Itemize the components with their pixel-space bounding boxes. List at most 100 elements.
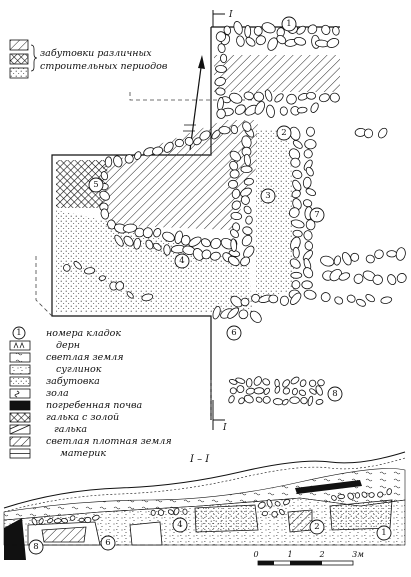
stone [302,176,312,189]
stone [63,264,71,272]
stone [240,165,253,174]
section-backfill-4 [194,504,259,533]
masonry-number-8: 8 [327,386,343,402]
svg-text:6: 6 [105,538,110,548]
legend-symbol-dense-earth [9,436,31,447]
legend-label-buried-soil: погребенная почва [46,400,143,411]
stone [223,25,232,35]
stone [290,292,302,305]
svg-text:3: 3 [265,191,270,201]
svg-text:8: 8 [33,542,38,552]
svg-text:7: 7 [314,210,319,220]
stone [133,237,141,250]
svg-text:2: 2 [314,522,319,532]
stone [309,379,317,387]
stone [199,130,211,141]
stone [365,294,375,303]
stone [305,166,314,177]
ground-surface-line [3,451,406,509]
stone [217,43,226,54]
stone [271,511,278,518]
section-buried-soil [295,480,362,494]
section-number-2: 2 [309,519,325,535]
masonry-number-1: 1 [281,16,297,32]
cross-section: I – I 8 6 4 2 [3,451,406,560]
legend-label-dense-earth: светлая плотная земля [46,436,172,447]
section-stones [31,488,392,526]
stone [113,155,123,168]
stone [53,518,62,524]
stone [307,395,314,406]
stone [377,491,384,498]
stone [255,35,266,46]
dashed-line-1 [129,92,260,101]
stone [283,499,290,506]
stone [162,231,175,242]
fill-hatch-top [214,55,340,92]
section-number-8: 8 [28,539,44,555]
masonry-number-4: 4 [174,253,190,269]
stone [152,146,164,156]
stone [210,237,222,250]
stone [303,230,313,241]
stone [292,246,300,259]
legend-label-light-earth: светлая земля [46,352,124,363]
svg-text:1: 1 [286,19,291,29]
masonry-stones [63,21,407,406]
stone [289,258,301,269]
svg-text:2: 2 [281,128,286,138]
stone [141,293,154,302]
stone [243,394,254,404]
stone [236,35,245,47]
stone [365,254,375,264]
stone [334,296,344,305]
masonry-number-6: 6 [226,325,242,341]
stone [255,396,263,403]
stone [306,91,317,100]
stone [346,294,356,303]
stone [304,241,314,251]
stone [188,236,202,247]
legend-symbol-number-circle: 1 [12,326,26,340]
stone [305,188,316,197]
stone [320,255,335,267]
stone [122,223,138,233]
stone [240,195,250,205]
stone [245,215,253,225]
section-marker-top: I [228,10,233,20]
stone [216,108,226,119]
stone [307,24,318,35]
stone [235,377,246,384]
fill-dots-corridor [256,130,295,300]
legend-label-pebble-ash: галька с золой [46,412,119,423]
stone [361,491,368,498]
stone [107,219,116,230]
stone [242,226,253,235]
stone [274,385,281,394]
section-backfill-1 [329,499,393,531]
stone [299,379,307,387]
stone [38,518,44,525]
stone [279,509,285,516]
stone [242,121,252,132]
stone [229,169,240,179]
svg-text:5: 5 [93,180,98,190]
stone [292,229,303,238]
stone [387,274,397,286]
legend-swatch-dots [9,67,29,79]
stone [84,267,96,275]
stone [230,238,238,252]
stone [315,399,324,405]
stone [253,376,262,386]
stone [374,249,384,259]
stone [69,515,76,521]
stone [298,389,307,396]
stone [31,517,38,526]
legend-symbol-backfill [9,376,31,387]
stone [243,205,252,215]
svg-text:4: 4 [177,520,182,530]
stone [253,91,265,102]
stone [282,387,291,395]
svg-text:6: 6 [231,328,236,338]
legend-label-pebble: галька [54,424,87,435]
